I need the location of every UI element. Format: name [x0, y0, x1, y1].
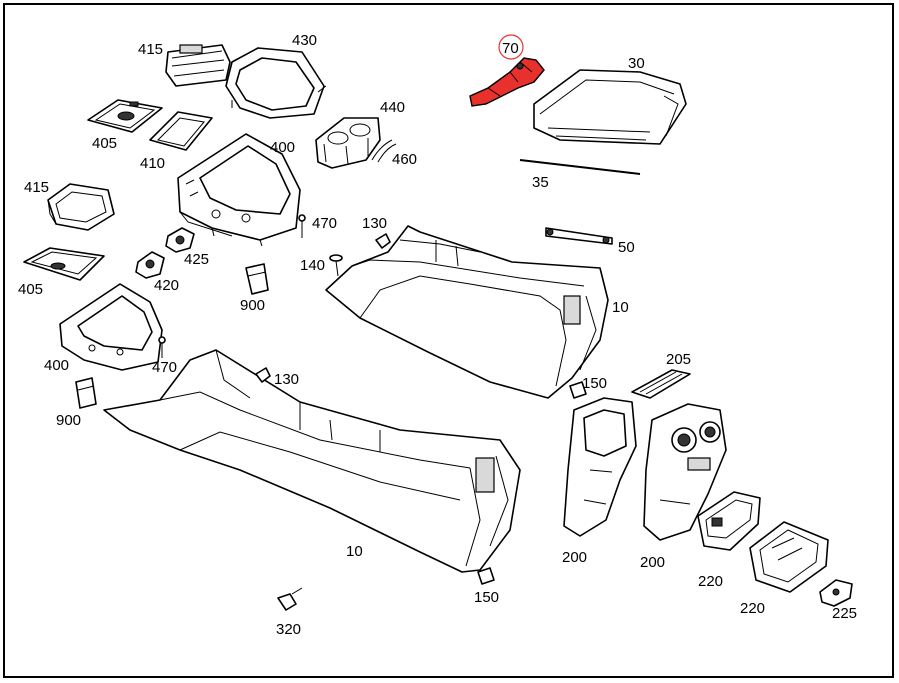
part-415-bin[interactable] [47, 183, 115, 231]
label-150-upper: 150 [582, 375, 607, 392]
label-900-top: 900 [240, 297, 265, 314]
label-425: 425 [184, 251, 209, 268]
part-400-lower[interactable] [59, 283, 163, 371]
part-420-switch[interactable] [135, 251, 165, 279]
label-900-lower: 900 [56, 412, 81, 429]
part-220-bin-large[interactable] [749, 521, 829, 593]
part-205-grille[interactable] [631, 369, 691, 399]
label-205: 205 [666, 351, 691, 368]
part-200-panel-left[interactable] [563, 397, 637, 537]
label-470-top: 470 [312, 215, 337, 232]
label-220-large: 220 [740, 600, 765, 617]
label-400-top: 400 [270, 139, 295, 156]
part-460-clip[interactable] [371, 139, 397, 163]
part-150-nut-upper[interactable] [569, 381, 587, 399]
part-440-cupholder[interactable] [315, 117, 381, 169]
label-405-lower: 405 [18, 281, 43, 298]
part-320-connector[interactable] [277, 587, 303, 611]
part-50-bracket[interactable] [545, 227, 613, 245]
label-200-left: 200 [562, 549, 587, 566]
part-425-switch[interactable] [165, 227, 195, 253]
part-415-top[interactable] [165, 44, 231, 87]
part-225-switch[interactable] [819, 579, 853, 607]
part-470-screw-lower[interactable] [158, 336, 166, 358]
part-900-lower[interactable] [75, 377, 97, 409]
part-405-mat-top[interactable] [87, 99, 163, 133]
label-320: 320 [276, 621, 301, 638]
part-30-armrest[interactable] [533, 69, 687, 145]
label-130-lower: 130 [274, 371, 299, 388]
label-50: 50 [618, 239, 635, 256]
part-130-clip-top[interactable] [375, 233, 391, 249]
label-200-right: 200 [640, 554, 665, 571]
label-150-lower: 150 [474, 589, 499, 606]
label-30: 30 [628, 55, 645, 72]
label-140: 140 [300, 257, 325, 274]
label-400-lower: 400 [44, 357, 69, 374]
label-410: 410 [140, 155, 165, 172]
part-70-highlighted[interactable] [469, 57, 545, 107]
label-460: 460 [392, 151, 417, 168]
label-415-bin: 415 [24, 179, 49, 196]
part-470-screw-top[interactable] [298, 214, 306, 238]
label-70: 70 [502, 40, 519, 57]
part-410-tray[interactable] [149, 111, 213, 151]
part-200-panel-right[interactable] [643, 403, 727, 541]
label-10-upper: 10 [612, 299, 629, 316]
label-220-small: 220 [698, 573, 723, 590]
part-35-rod[interactable] [519, 159, 641, 175]
label-10-lower: 10 [346, 543, 363, 560]
part-140-screw[interactable] [329, 254, 343, 277]
label-35: 35 [532, 174, 549, 191]
part-405-mat-lower[interactable] [23, 247, 105, 281]
label-430: 430 [292, 32, 317, 49]
part-10-upper-console[interactable] [325, 225, 609, 399]
part-900-top[interactable] [245, 263, 269, 295]
label-405-top: 405 [92, 135, 117, 152]
label-470-lower: 470 [152, 359, 177, 376]
part-430-rim[interactable] [225, 47, 327, 119]
part-400-top[interactable] [177, 133, 301, 247]
part-150-nut-lower[interactable] [477, 567, 495, 585]
part-220-bin-small[interactable] [697, 491, 761, 551]
label-440: 440 [380, 99, 405, 116]
label-130-top: 130 [362, 215, 387, 232]
label-420: 420 [154, 277, 179, 294]
label-415-top: 415 [138, 41, 163, 58]
label-225: 225 [832, 605, 857, 622]
label-70-highlight-circle [498, 34, 524, 60]
part-130-clip-lower[interactable] [255, 367, 271, 383]
part-10-lower-console[interactable] [103, 349, 521, 573]
